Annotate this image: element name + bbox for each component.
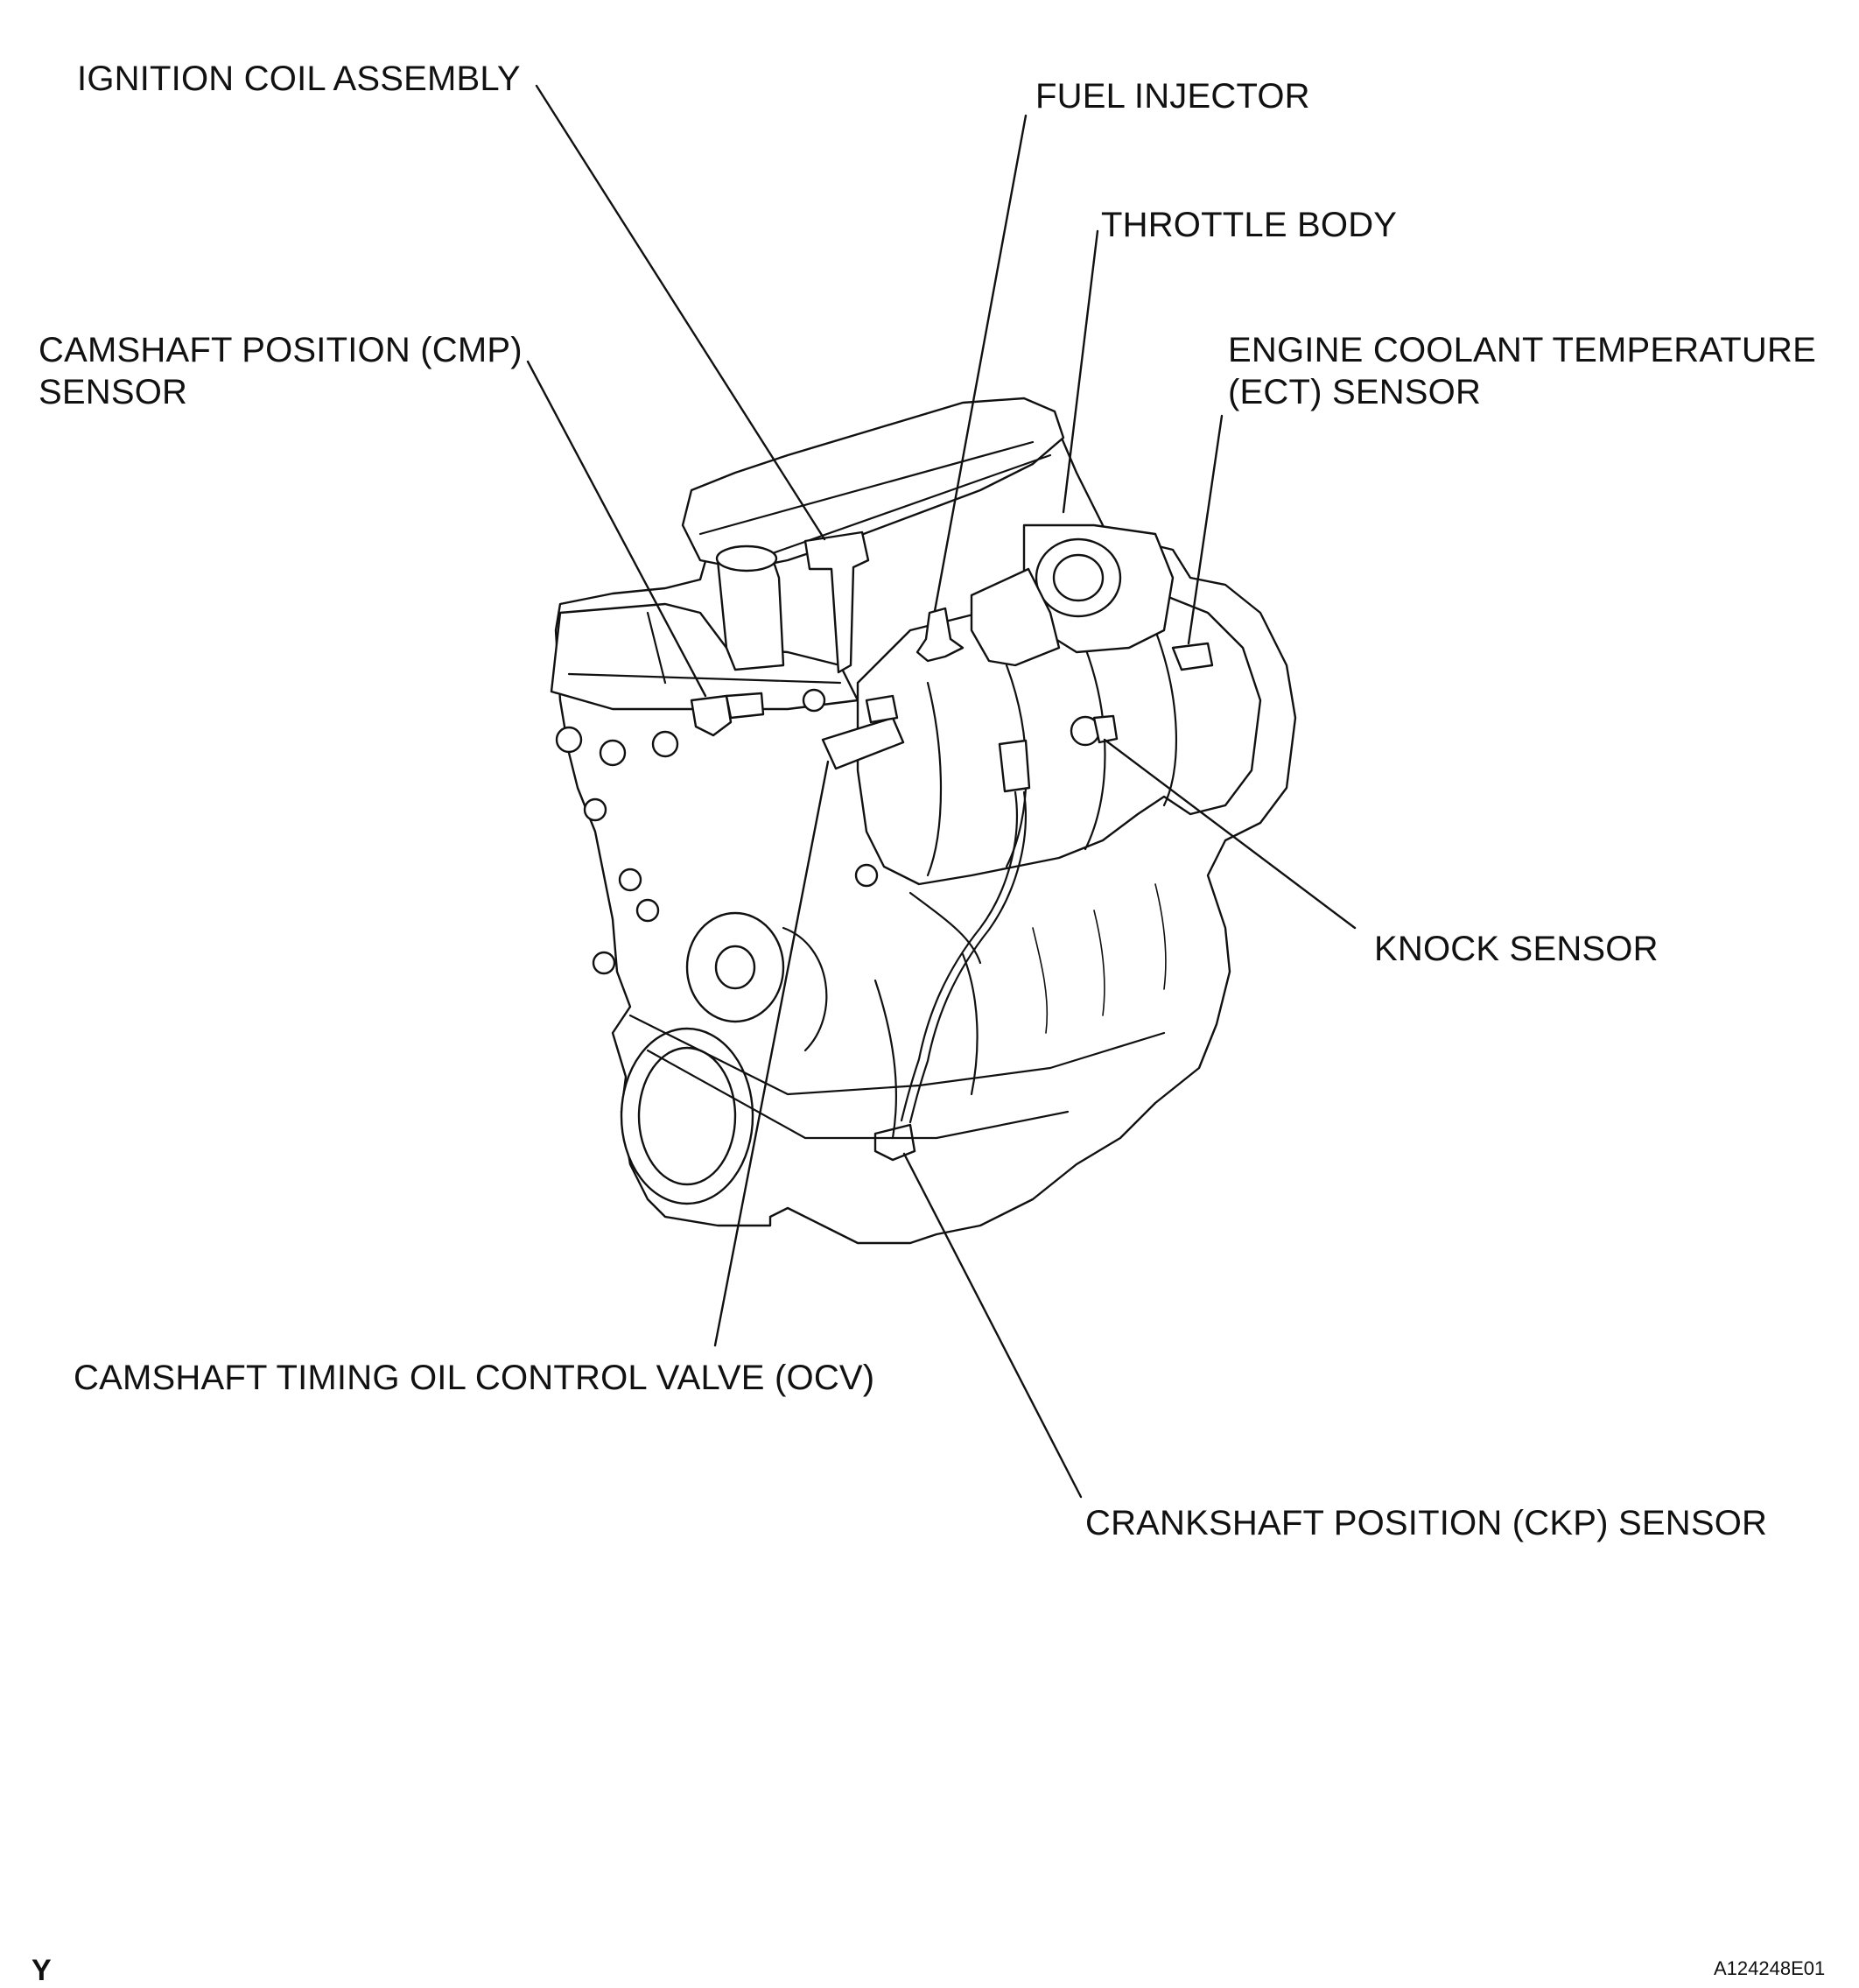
ignition-coil — [803, 530, 870, 674]
leader-ect-sensor — [1187, 414, 1224, 645]
figure-id: A124248E01 — [1714, 1957, 1826, 1979]
label-ocv: CAMSHAFT TIMING OIL CONTROL VALVE (OCV) — [74, 1359, 875, 1397]
leader-ignition-coil — [535, 84, 826, 541]
leader-lines — [526, 84, 1357, 1499]
label-ignition-coil: IGNITION COIL ASSEMBLY — [77, 60, 521, 98]
label-fuel-injector: FUEL INJECTOR — [1035, 77, 1310, 116]
fuel-injector — [915, 607, 965, 663]
leader-throttle-body — [1062, 229, 1099, 514]
ocv-part — [821, 716, 905, 770]
leader-ckp-sensor — [902, 1152, 1083, 1499]
label-throttle-body: THROTTLE BODY — [1101, 206, 1398, 244]
leader-fuel-injector — [933, 114, 1028, 613]
label-cmp-sensor: CAMSHAFT POSITION (CMP) SENSOR — [39, 331, 523, 411]
ckp-sensor-part — [873, 1123, 916, 1162]
label-ckp-sensor: CRANKSHAFT POSITION (CKP) SENSOR — [1085, 1504, 1768, 1542]
ect-sensor-part — [1171, 642, 1214, 671]
label-ect-sensor: ENGINE COOLANT TEMPERATURE (ECT) SENSOR — [1228, 331, 1816, 411]
leader-ocv — [713, 760, 830, 1347]
leader-cmp-sensor — [526, 360, 707, 698]
corner-mark: Y — [32, 1954, 52, 1987]
leader-knock-sensor — [1103, 738, 1357, 930]
label-knock-sensor: KNOCK SENSOR — [1374, 930, 1659, 968]
cmp-sensor-part — [690, 694, 733, 737]
engine-illustration — [550, 397, 1297, 1245]
valve-cover-left — [550, 602, 859, 711]
